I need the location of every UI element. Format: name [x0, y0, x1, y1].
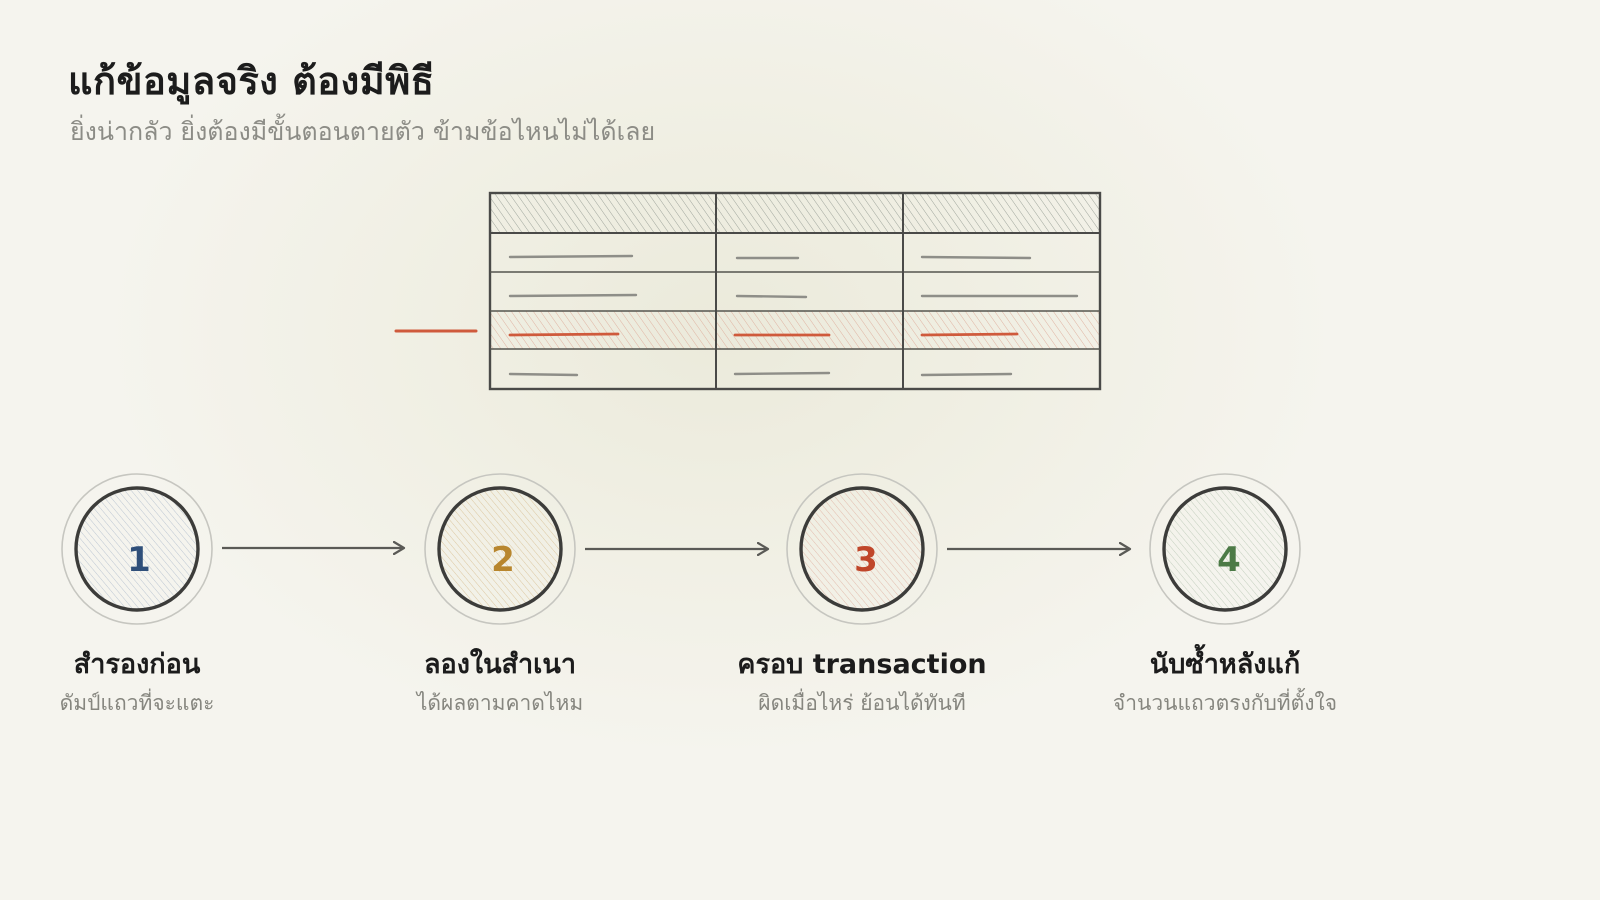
step-title: ลองในสำเนา [423, 649, 577, 680]
step-number-3: 3 [854, 540, 878, 580]
step-description: จำนวนแถวตรงกับที่ตั้งใจ [1112, 691, 1338, 715]
step-number-2: 2 [491, 540, 515, 580]
step-circle-4: 4 [1149, 473, 1301, 625]
step-circle-1: 1 [61, 473, 213, 625]
step-circle-2: 2 [424, 473, 576, 625]
step-number-1: 1 [127, 540, 151, 580]
table-cell-lines [508, 254, 1079, 377]
step-title: สำรองก่อน [73, 649, 201, 680]
step-label-4: นับซ้ำหลังแก้ จำนวนแถวตรงกับที่ตั้งใจ [1015, 648, 1435, 718]
step-description: ได้ผลตามคาดไหม [416, 691, 584, 715]
step-title: ครอบ transaction [737, 649, 987, 680]
table-highlight-lines [508, 332, 1019, 337]
step-description: ดัมป์แถวที่จะแตะ [59, 691, 215, 715]
table-outline [488, 191, 1102, 391]
step-label-1: สำรองก่อน ดัมป์แถวที่จะแตะ [0, 648, 347, 718]
table-header-row [490, 193, 1100, 233]
data-table-sketch-icon [488, 191, 1102, 391]
step-description: ผิดเมื่อไหร่ ย้อนได้ทันที [758, 691, 966, 715]
step-label-2: ลองในสำเนา ได้ผลตามคาดไหม [290, 648, 710, 718]
table-highlighted-row [490, 311, 1100, 349]
step-number-4: 4 [1217, 540, 1241, 580]
page-subtitle: ยิ่งน่ากลัว ยิ่งต้องมีขั้นตอนตายตัว ข้าม… [70, 117, 656, 146]
step-circle-3: 3 [786, 473, 938, 625]
step-label-3: ครอบ transaction ผิดเมื่อไหร่ ย้อนได้ทัน… [652, 648, 1072, 718]
step-title: นับซ้ำหลังแก้ [1149, 649, 1301, 680]
page-title: แก้ข้อมูลจริง ต้องมีพิธี [68, 59, 435, 103]
